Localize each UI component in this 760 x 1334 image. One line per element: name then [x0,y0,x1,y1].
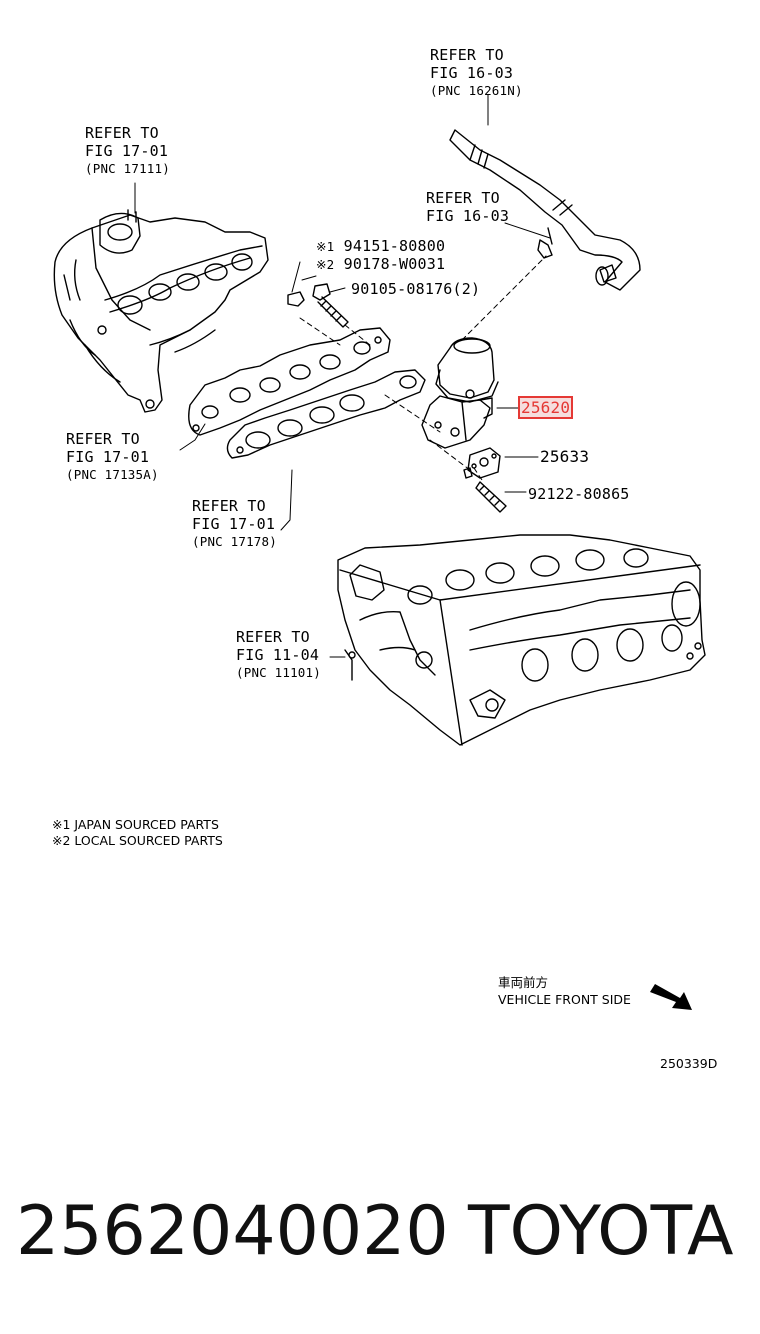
ref-fig-16-03-mid: REFER TO FIG 16-03 [426,189,509,225]
front-label-en: VEHICLE FRONT SIDE [498,992,631,1007]
front-arrow-icon [650,984,692,1010]
ref-line2: FIG 16-03 [430,64,514,82]
ref-pnc: (PNC 17178) [192,534,277,549]
leader-lines [134,94,551,658]
part-mark: ※1 [316,239,335,254]
part-number: 90105-08176(2) [351,280,481,298]
ref-line1: REFER TO [426,189,500,207]
ref-line1: REFER TO [430,46,504,64]
cylinder-head [337,534,706,746]
ref-line1: REFER TO [192,497,266,515]
nut-bolt [287,283,349,328]
gasket-17135a [188,327,391,436]
egr-valve [421,337,499,449]
ref-line2: FIG 11-04 [236,646,320,664]
part-egr-valve[interactable]: 25620 [518,396,574,419]
ref-line1: REFER TO [66,430,140,448]
ref-pnc: (PNC 17135A) [66,467,159,482]
front-label-jp: 車両前方 [498,975,549,990]
part-number: 25633 [540,447,590,466]
note-local-sourced: ※2 LOCAL SOURCED PARTS [52,833,223,848]
ref-fig-17-01-manifold: REFER TO FIG 17-01 (PNC 17111) [85,124,170,178]
ref-pnc: (PNC 16261N) [430,83,523,98]
ref-line2: FIG 16-03 [426,207,510,225]
footer-brand: TOYOTA [468,1192,734,1271]
part-bolt: 90105-08176(2) [351,280,480,298]
ref-pnc: (PNC 17111) [85,161,170,176]
stud [463,467,507,513]
intake-manifold [53,209,269,413]
note-japan-sourced: ※1 JAPAN SOURCED PARTS [52,817,219,832]
ref-fig-17-01-gasket1: REFER TO FIG 17-01 (PNC 17135A) [66,430,159,484]
ref-fig-16-03-top: REFER TO FIG 16-03 (PNC 16261N) [430,46,523,100]
part-number: 90178-W0031 [343,255,446,273]
part-egr-gasket: 25633 [540,448,589,466]
ref-line2: FIG 17-01 [192,515,276,533]
part-nut-2: ※2 90178-W0031 [316,255,445,274]
part-number: 92122-80865 [528,485,630,503]
part-stud: 92122-80865 [528,485,630,503]
ref-line2: FIG 17-01 [85,142,169,160]
part-mark: ※2 [316,257,335,272]
illustration-id: 250339D [660,1056,718,1071]
ref-fig-11-04: REFER TO FIG 11-04 (PNC 11101) [236,628,321,682]
part-number-highlighted[interactable]: 25620 [518,396,574,419]
part-number: 94151-80800 [343,237,446,255]
ref-pnc: (PNC 11101) [236,665,321,680]
water-hose [449,129,641,291]
egr-gasket [467,447,501,479]
ref-fig-17-01-gasket2: REFER TO FIG 17-01 (PNC 17178) [192,497,277,551]
part-nut-1: ※1 94151-80800 [316,237,445,256]
footer-part-number: 2562040020 [16,1192,449,1271]
gasket-17178 [226,369,426,459]
ref-line2: FIG 17-01 [66,448,150,466]
ref-line1: REFER TO [85,124,159,142]
ref-line1: REFER TO [236,628,310,646]
